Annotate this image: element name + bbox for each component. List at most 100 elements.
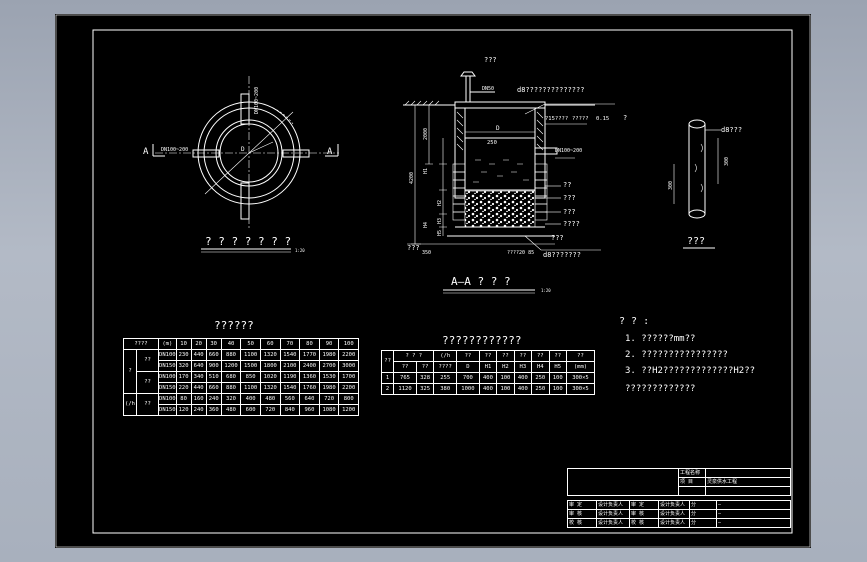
sign-name-2: 设计负责人 [658,518,690,528]
sign-part: 分 [689,518,717,528]
title-block-signatures: 审 定 设计负责人 审 定 设计负责人 分 — 审 核 设计负责人 审 核 设计… [567,500,791,528]
section-mark-right: A [327,147,333,157]
table-cell: 255 [433,372,458,384]
table-cell: 1980 [318,349,340,361]
table-cell: 100 [496,383,515,395]
top-note: d8?????????????? [517,86,584,94]
table-cell: 640 [299,393,320,405]
table-cell: 1540 [279,382,301,394]
dim-h2: H2 [437,200,443,206]
table1-title: ?????? [214,319,254,332]
table-cell: 250 [531,383,550,395]
table-row: 2 1120 325 380 1000 400 100 400 250 100 … [380,383,596,395]
drawing-canvas: A A DN100~200 DN100~200 D ? ? ? ? ? ? ? … [55,14,811,548]
sign-name-2: 设计负责人 [658,500,690,510]
note-item: 2. ???????????????? [625,350,728,360]
table-cell: 30 [205,338,222,350]
table-cell: 100 [548,383,567,395]
table-cell: DN150 [158,360,177,372]
table-cell: 230 [175,349,192,361]
table-cell: ?? [565,350,596,362]
table-cell: 680 [220,371,242,383]
table-cell: 2700 [318,360,340,372]
sign-role: 审 核 [567,509,597,519]
sign-role-2: 审 定 [629,500,659,510]
table1-header-row: ???? (m) 10 20 30 40 50 60 70 80 90 100 [122,338,359,350]
table-cell: ???? [433,361,458,373]
table-cell: 320 [175,360,192,372]
ground-hatch [404,100,440,106]
dim-2000: 2000 [423,128,429,140]
plan-scale: 1:20 [295,248,305,253]
table-cell: 320 [220,393,242,405]
table-cell: 80 [175,393,192,405]
note-item: 1. ??????mm?? [625,334,696,344]
table-cell: 1770 [299,349,320,361]
table-cell: 300×5 [565,372,596,384]
dim-bottom: ????20 85 [507,250,534,256]
table-cell: 400 [478,372,498,384]
table-cell: (/h [123,393,137,416]
table-cell: 70 [279,338,301,350]
sign-value: — [716,518,791,528]
table-cell: ?? [496,350,515,362]
table-cell: 720 [259,404,281,416]
table-cell: 240 [190,404,207,416]
table-cell: 2200 [338,382,359,394]
plan-pipe-left [192,149,220,158]
table-cell: DN150 [158,404,177,416]
table-cell: 325 [415,383,435,395]
bottom-note: d8??????? [543,251,581,259]
table-cell: (/h [433,350,458,362]
table-cell: 440 [190,382,207,394]
bottom-right-label: ??? [551,234,564,242]
table-cell: 880 [220,349,242,361]
vent-cap [460,71,476,77]
pipe-detail: d8??? 300 300 ??? [668,119,742,249]
table-row: 校 核 设计负责人 校 核 设计负责人 分 — [567,518,791,528]
table-cell: 1980 [318,382,340,394]
table-cell: 240 [205,393,222,405]
sign-part: 分 [689,500,717,510]
table-cell: (m) [158,338,177,350]
detail-dim-300b: 300 [724,157,730,166]
drawing-frame [92,29,793,534]
water-marks [473,159,529,183]
pipe-bottom-ellipse [688,209,706,219]
well-table: ?? ? ? ? (/h ?? ?? ?? ?? ?? ?? ?? ?? ?? … [380,350,596,395]
table-cell: 440 [190,349,207,361]
section-dim-d: D [496,125,500,132]
table-cell: 400 [478,383,498,395]
table-cell: ?? [531,350,550,362]
ring-label: ?15???? [545,116,568,122]
table-cell: 1800 [259,360,281,372]
title-block-cell [678,486,706,496]
table-cell: H3 [513,361,533,373]
table-cell: 2400 [299,360,320,372]
table-cell: 480 [259,393,281,405]
table-cell: 1 [380,372,395,384]
table-cell: H1 [478,361,498,373]
wall-hatch [456,111,544,151]
note-item: 3. ??H2?????????????H2?? [625,366,756,376]
table-cell: 480 [220,404,242,416]
flow-table: ???? (m) 10 20 30 40 50 60 70 80 90 100 … [122,338,359,416]
table-cell: 100 [548,372,567,384]
title-block-row [568,486,791,496]
table-cell: 765 [393,372,417,384]
layer-label-4: ???? [563,220,580,228]
plan-view: A A DN100~200 DN100~200 D ? ? ? ? ? ? ? … [143,76,339,253]
table-cell: 100 [496,372,515,384]
pipe-slots [694,143,703,193]
plan-hatch-2 [272,107,294,125]
project-label: 工程名称 [678,468,706,478]
table-cell: DN150 [158,382,177,394]
inlet-pipe [534,147,558,155]
table-cell: 1500 [240,360,261,372]
sign-name: 设计负责人 [596,500,630,510]
wall-left-upper [454,107,466,199]
table-cell: 100 [338,338,359,350]
table-cell: 340 [190,371,207,383]
table-cell: H5 [548,361,567,373]
sign-role-2: 校 核 [629,518,659,528]
